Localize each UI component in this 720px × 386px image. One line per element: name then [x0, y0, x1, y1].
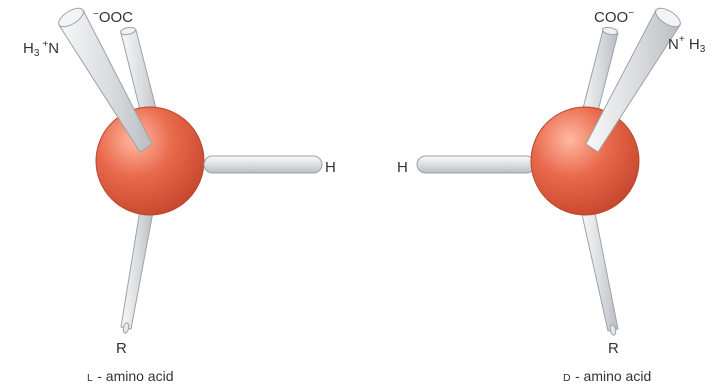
d-chiral-carbon-atom	[530, 106, 640, 216]
l-bond-h	[203, 155, 323, 174]
d-amino-acid-caption: D - amino acid	[563, 368, 651, 384]
d-bond-r-end	[609, 324, 617, 336]
l-chiral-carbon-atom	[95, 106, 205, 216]
l-amino-acid-molecule: H3+N −OOC H R L - amino acid	[23, 7, 336, 384]
l-carboxyl-group-label: −OOC	[93, 9, 133, 26]
l-amino-group-label: H3+N	[23, 39, 59, 59]
d-r-group-label: R	[608, 340, 619, 357]
d-bond-amino-end	[655, 7, 681, 28]
l-bond-r	[120, 209, 154, 330]
d-bond-r	[580, 207, 619, 332]
l-bond-r-end	[122, 322, 130, 334]
l-r-group-label: R	[116, 340, 127, 357]
d-bond-carboxyl-end	[602, 26, 618, 36]
d-carboxyl-group-label: COO−	[594, 8, 634, 26]
l-bond-amino-end	[58, 7, 84, 28]
d-amino-group-label: N+ H3	[668, 34, 706, 55]
d-bond-h	[416, 155, 536, 174]
l-hydrogen-label: H	[325, 159, 336, 176]
d-amino-acid-molecule: COO− N+ H3 H R D - amino acid	[397, 7, 706, 384]
d-hydrogen-label: H	[397, 159, 408, 176]
l-bond-carboxyl-end	[120, 26, 136, 36]
l-amino-acid-caption: L - amino acid	[87, 368, 174, 384]
